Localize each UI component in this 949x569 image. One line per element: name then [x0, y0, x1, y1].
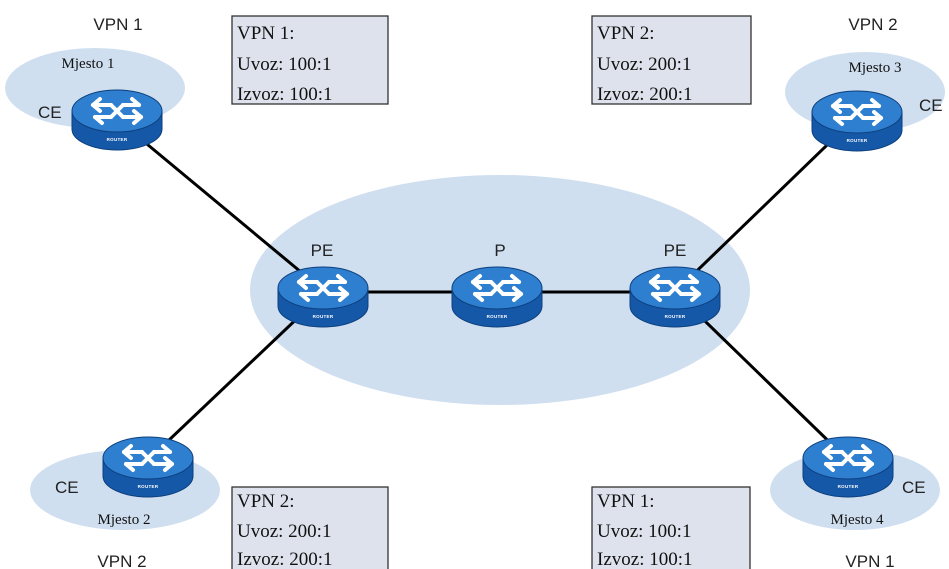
ce-label-mjesto-1: CE: [38, 103, 62, 122]
router-badge-label: ROUTER: [138, 484, 159, 489]
box-export: Izvoz: 200:1: [237, 549, 333, 569]
router-pe-left-icon: ROUTER: [277, 266, 369, 328]
router-badge-label: ROUTER: [107, 137, 128, 142]
box-title: VPN 2:: [597, 23, 655, 44]
router-arrows-icon: [649, 274, 701, 302]
router-ce-mjesto-1-icon: ROUTER: [71, 89, 163, 151]
router-arrows-icon: [122, 444, 174, 472]
route-target-box-bottom-left: VPN 2: Uvoz: 200:1 Izvoz: 200:1: [231, 486, 389, 569]
box-export: Izvoz: 100:1: [237, 84, 333, 105]
router-pe-right-icon: ROUTER: [629, 266, 721, 328]
pe-right-label: PE: [664, 241, 687, 260]
link-pe-right-ce3: [673, 116, 857, 294]
route-target-box-top-right: VPN 2: Uvoz: 200:1 Izvoz: 200:1: [591, 15, 752, 105]
box-title: VPN 1:: [237, 23, 295, 44]
router-badge-label: ROUTER: [313, 314, 334, 319]
vpn-label-bottom-right: VPN 1: [845, 552, 894, 569]
router-badge-label: ROUTER: [838, 484, 859, 489]
box-import: Uvoz: 100:1: [597, 521, 691, 542]
box-export: Izvoz: 200:1: [597, 84, 693, 105]
vpn-label-bottom-left: VPN 2: [97, 552, 146, 569]
vpn-label-top-left: VPN 1: [93, 15, 142, 34]
pe-left-label: PE: [311, 241, 334, 260]
link-ce1-pe-left: [129, 128, 326, 294]
router-ce-mjesto-3-icon: ROUTER: [811, 90, 903, 152]
router-ce-mjesto-4-icon: ROUTER: [802, 436, 894, 498]
p-label: P: [494, 241, 505, 260]
box-import: Uvoz: 200:1: [237, 521, 331, 542]
site-label-mjesto-2: Mjesto 2: [98, 512, 151, 528]
box-title: VPN 2:: [237, 491, 295, 512]
router-arrows-icon: [297, 274, 349, 302]
router-badge-label: ROUTER: [665, 314, 686, 319]
router-badge-label: ROUTER: [487, 314, 508, 319]
router-arrows-icon: [471, 274, 523, 302]
router-badge-label: ROUTER: [847, 138, 868, 143]
router-ce-mjesto-2-icon: ROUTER: [102, 436, 194, 498]
box-title: VPN 1:: [597, 491, 655, 512]
ce-label-mjesto-4: CE: [902, 478, 926, 497]
site-label-mjesto-1: Mjesto 1: [62, 56, 115, 72]
site-label-mjesto-3: Mjesto 3: [849, 60, 902, 76]
router-arrows-icon: [822, 444, 874, 472]
routers: ROUTER ROUTER ROUTER ROUTER ROUTER ROUTER ROUT…: [71, 89, 903, 498]
route-target-box-bottom-right: VPN 1: Uvoz: 100:1 Izvoz: 100:1: [591, 486, 751, 569]
ce-label-mjesto-3: CE: [919, 96, 943, 115]
box-import: Uvoz: 200:1: [597, 54, 691, 75]
box-export: Izvoz: 100:1: [597, 549, 693, 569]
router-p-icon: ROUTER: [451, 266, 543, 328]
box-import: Uvoz: 100:1: [237, 54, 331, 75]
ce-label-mjesto-2: CE: [55, 478, 79, 497]
site-label-mjesto-4: Mjesto 4: [831, 512, 884, 528]
router-arrows-icon: [831, 98, 883, 126]
route-target-box-top-left: VPN 1: Uvoz: 100:1 Izvoz: 100:1: [231, 15, 389, 105]
vpn-label-top-right: VPN 2: [848, 15, 897, 34]
router-arrows-icon: [91, 97, 143, 125]
